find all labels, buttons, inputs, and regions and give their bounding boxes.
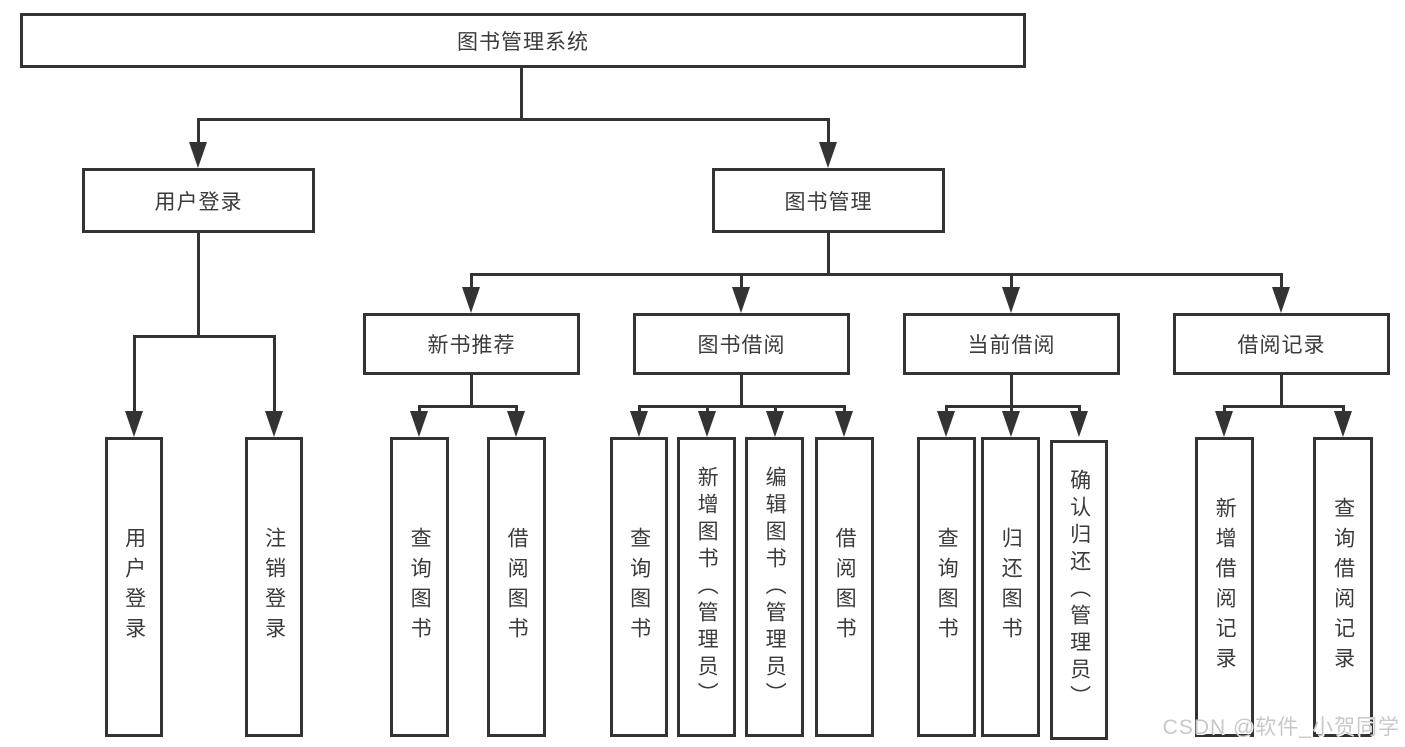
connector-records-branch xyxy=(1223,405,1344,408)
connector-borrowing-branch xyxy=(638,405,846,408)
connector-bb-leaf1-stem xyxy=(638,405,641,413)
connector-to-borrow-records-stem xyxy=(1280,273,1283,289)
node-book-borrowing: 图书借阅 xyxy=(633,313,850,375)
connector-bb-leaf4-stem xyxy=(843,405,846,413)
connector-br-leaf2-stem xyxy=(1342,405,1345,413)
arrowhead-br-leaf1 xyxy=(1215,411,1233,437)
connector-cb-leaf3-stem xyxy=(1078,405,1081,413)
connector-br-leaf1-stem xyxy=(1223,405,1226,413)
connector-to-new-book-stem xyxy=(470,273,473,289)
connector-root-branch xyxy=(197,118,830,121)
connector-book-management-stem xyxy=(827,233,830,273)
connector-cb-leaf1-stem xyxy=(945,405,948,413)
arrowhead-nb-leaf2 xyxy=(507,411,525,437)
arrowhead-to-current-borrowing xyxy=(1002,287,1020,313)
node-add-borrow-record: 新增借阅记录 xyxy=(1195,437,1254,737)
connector-borrowing-stem xyxy=(740,375,743,405)
node-borrow-records: 借阅记录 xyxy=(1173,313,1390,375)
connector-new-book-branch xyxy=(418,405,518,408)
arrowhead-bb-leaf4 xyxy=(835,411,853,437)
arrowhead-to-user-login xyxy=(189,142,207,168)
watermark-text: CSDN @软件_小贺同学 xyxy=(1162,716,1400,739)
connector-to-logout-leaf-stem xyxy=(273,335,276,413)
arrowhead-to-borrow-records xyxy=(1272,287,1290,313)
node-book-management: 图书管理 xyxy=(712,168,945,233)
arrowhead-to-logout-leaf xyxy=(265,411,283,437)
connector-current-stem xyxy=(1010,375,1013,405)
node-query-books-current: 查询图书 xyxy=(917,437,976,737)
node-new-book-recommend: 新书推荐 xyxy=(363,313,580,375)
node-query-books-borrowing: 查询图书 xyxy=(610,437,668,737)
connector-to-login-leaf-stem xyxy=(133,335,136,413)
connector-cb-leaf2-stem xyxy=(1010,405,1013,413)
arrowhead-bb-leaf1 xyxy=(630,411,648,437)
connector-to-book-borrowing-stem xyxy=(740,273,743,289)
node-current-borrowing: 当前借阅 xyxy=(903,313,1120,375)
connector-records-stem xyxy=(1280,375,1283,405)
node-edit-books-admin: 编辑图书（管理员） xyxy=(745,437,804,737)
node-user-login: 用户登录 xyxy=(82,168,315,233)
node-query-borrow-record: 查询借阅记录 xyxy=(1313,437,1373,737)
connector-book-management-branch xyxy=(470,273,1282,276)
arrowhead-to-new-book xyxy=(462,287,480,313)
arrowhead-cb-leaf1 xyxy=(937,411,955,437)
arrowhead-to-book-management xyxy=(819,142,837,168)
node-root: 图书管理系统 xyxy=(20,13,1026,68)
connector-new-book-stem xyxy=(470,375,473,408)
node-borrow-books-borrowing: 借阅图书 xyxy=(815,437,874,737)
arrowhead-bb-leaf3 xyxy=(766,411,784,437)
node-user-login-leaf: 用户登录 xyxy=(105,437,163,737)
connector-to-user-login-stem xyxy=(197,118,200,146)
node-query-books-recommend: 查询图书 xyxy=(390,437,449,737)
connector-user-login-stem xyxy=(197,233,200,335)
connector-nb-leaf1-stem xyxy=(418,405,421,413)
connector-nb-leaf2-stem xyxy=(515,405,518,413)
node-logout-leaf: 注销登录 xyxy=(245,437,303,737)
connector-user-login-branch xyxy=(133,335,275,338)
arrowhead-to-book-borrowing xyxy=(732,287,750,313)
arrowhead-cb-leaf3 xyxy=(1070,411,1088,437)
arrowhead-to-login-leaf xyxy=(125,411,143,437)
connector-bb-leaf3-stem xyxy=(774,405,777,413)
node-confirm-return-admin: 确认归还（管理员） xyxy=(1050,440,1108,740)
connector-to-current-borrowing-stem xyxy=(1010,273,1013,289)
arrowhead-cb-leaf2 xyxy=(1002,411,1020,437)
connector-bb-leaf2-stem xyxy=(706,405,709,413)
arrowhead-br-leaf2 xyxy=(1334,411,1352,437)
arrowhead-bb-leaf2 xyxy=(698,411,716,437)
arrowhead-nb-leaf1 xyxy=(410,411,428,437)
node-return-books: 归还图书 xyxy=(981,437,1040,737)
connector-root-stem xyxy=(520,68,523,118)
node-add-books-admin: 新增图书（管理员） xyxy=(677,437,736,737)
node-borrow-books-recommend: 借阅图书 xyxy=(487,437,546,737)
connector-to-book-management-stem xyxy=(827,118,830,146)
